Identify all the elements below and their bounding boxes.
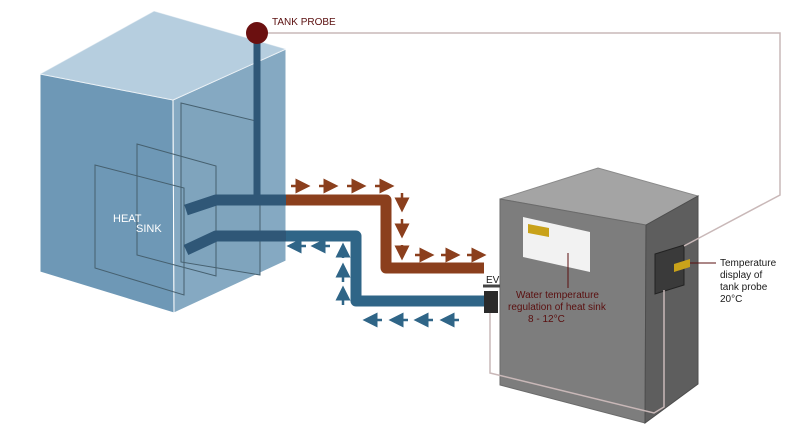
cold-pipe	[286, 230, 484, 307]
tank-front-face	[39, 73, 175, 314]
heat-sink-plate-middle	[136, 143, 217, 277]
heat-label: HEAT	[113, 213, 142, 225]
heat-sink-plate-front	[94, 164, 185, 296]
unit-right-face	[644, 195, 699, 424]
temperature-display-screen	[674, 259, 690, 272]
cold-pipe-internal	[183, 230, 286, 255]
regulation-display-indicator	[528, 224, 549, 237]
water-regulation-panel	[523, 217, 590, 272]
ev-label: EV	[486, 275, 500, 286]
water-regulation-label-1: Water temperature	[516, 290, 599, 301]
ev-valve-body	[484, 291, 498, 313]
water-regulation-label-2: regulation of heat sink	[508, 302, 607, 313]
temp-display-label-4: 20°C	[720, 294, 742, 305]
temperature-display-box	[654, 244, 685, 295]
pipes	[183, 37, 484, 307]
sink-label: SINK	[136, 223, 162, 235]
tank-probe-sensor	[246, 22, 268, 44]
temp-display-label-2: display of	[720, 270, 762, 281]
hot-pipe	[286, 194, 484, 274]
temp-display-label-1: Temperature	[720, 258, 777, 269]
probe-wire	[262, 32, 781, 247]
tank-probe-label: TANK PROBE	[272, 17, 336, 28]
tank-water-surface	[40, 11, 286, 100]
hot-pipe-internal	[184, 194, 286, 216]
temperature-display-unit	[654, 244, 690, 295]
unit-wire	[489, 290, 665, 414]
temp-display-label-3: tank probe	[720, 282, 768, 293]
wires	[262, 32, 781, 414]
hot-flow-arrows	[291, 178, 487, 263]
ev-valve	[483, 284, 500, 313]
water-regulation-label-3: 8 - 12°C	[528, 314, 565, 325]
cold-flow-arrows	[286, 238, 459, 328]
